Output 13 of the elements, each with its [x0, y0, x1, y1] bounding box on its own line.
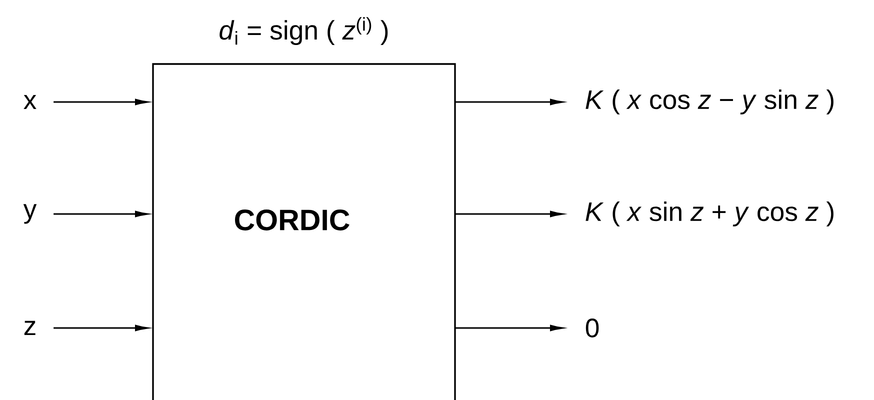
input-label: y [23, 204, 37, 224]
arrow [455, 210, 564, 218]
output-label: 0 [586, 318, 599, 338]
arrow [455, 98, 564, 106]
arrow [54, 210, 148, 218]
arrow [54, 98, 148, 106]
input-label: z [24, 320, 36, 336]
arrow [455, 324, 564, 332]
output-label: K ( x cos z − y sin z ) [586, 90, 834, 114]
process-box: d$_{i}$ = sign ( z$^{(i)}$ ) CORDIC [152, 17, 456, 400]
output-label: K ( x sin z + y cos z ) [586, 202, 834, 226]
arrow [54, 324, 148, 332]
input-label: x [24, 94, 36, 110]
